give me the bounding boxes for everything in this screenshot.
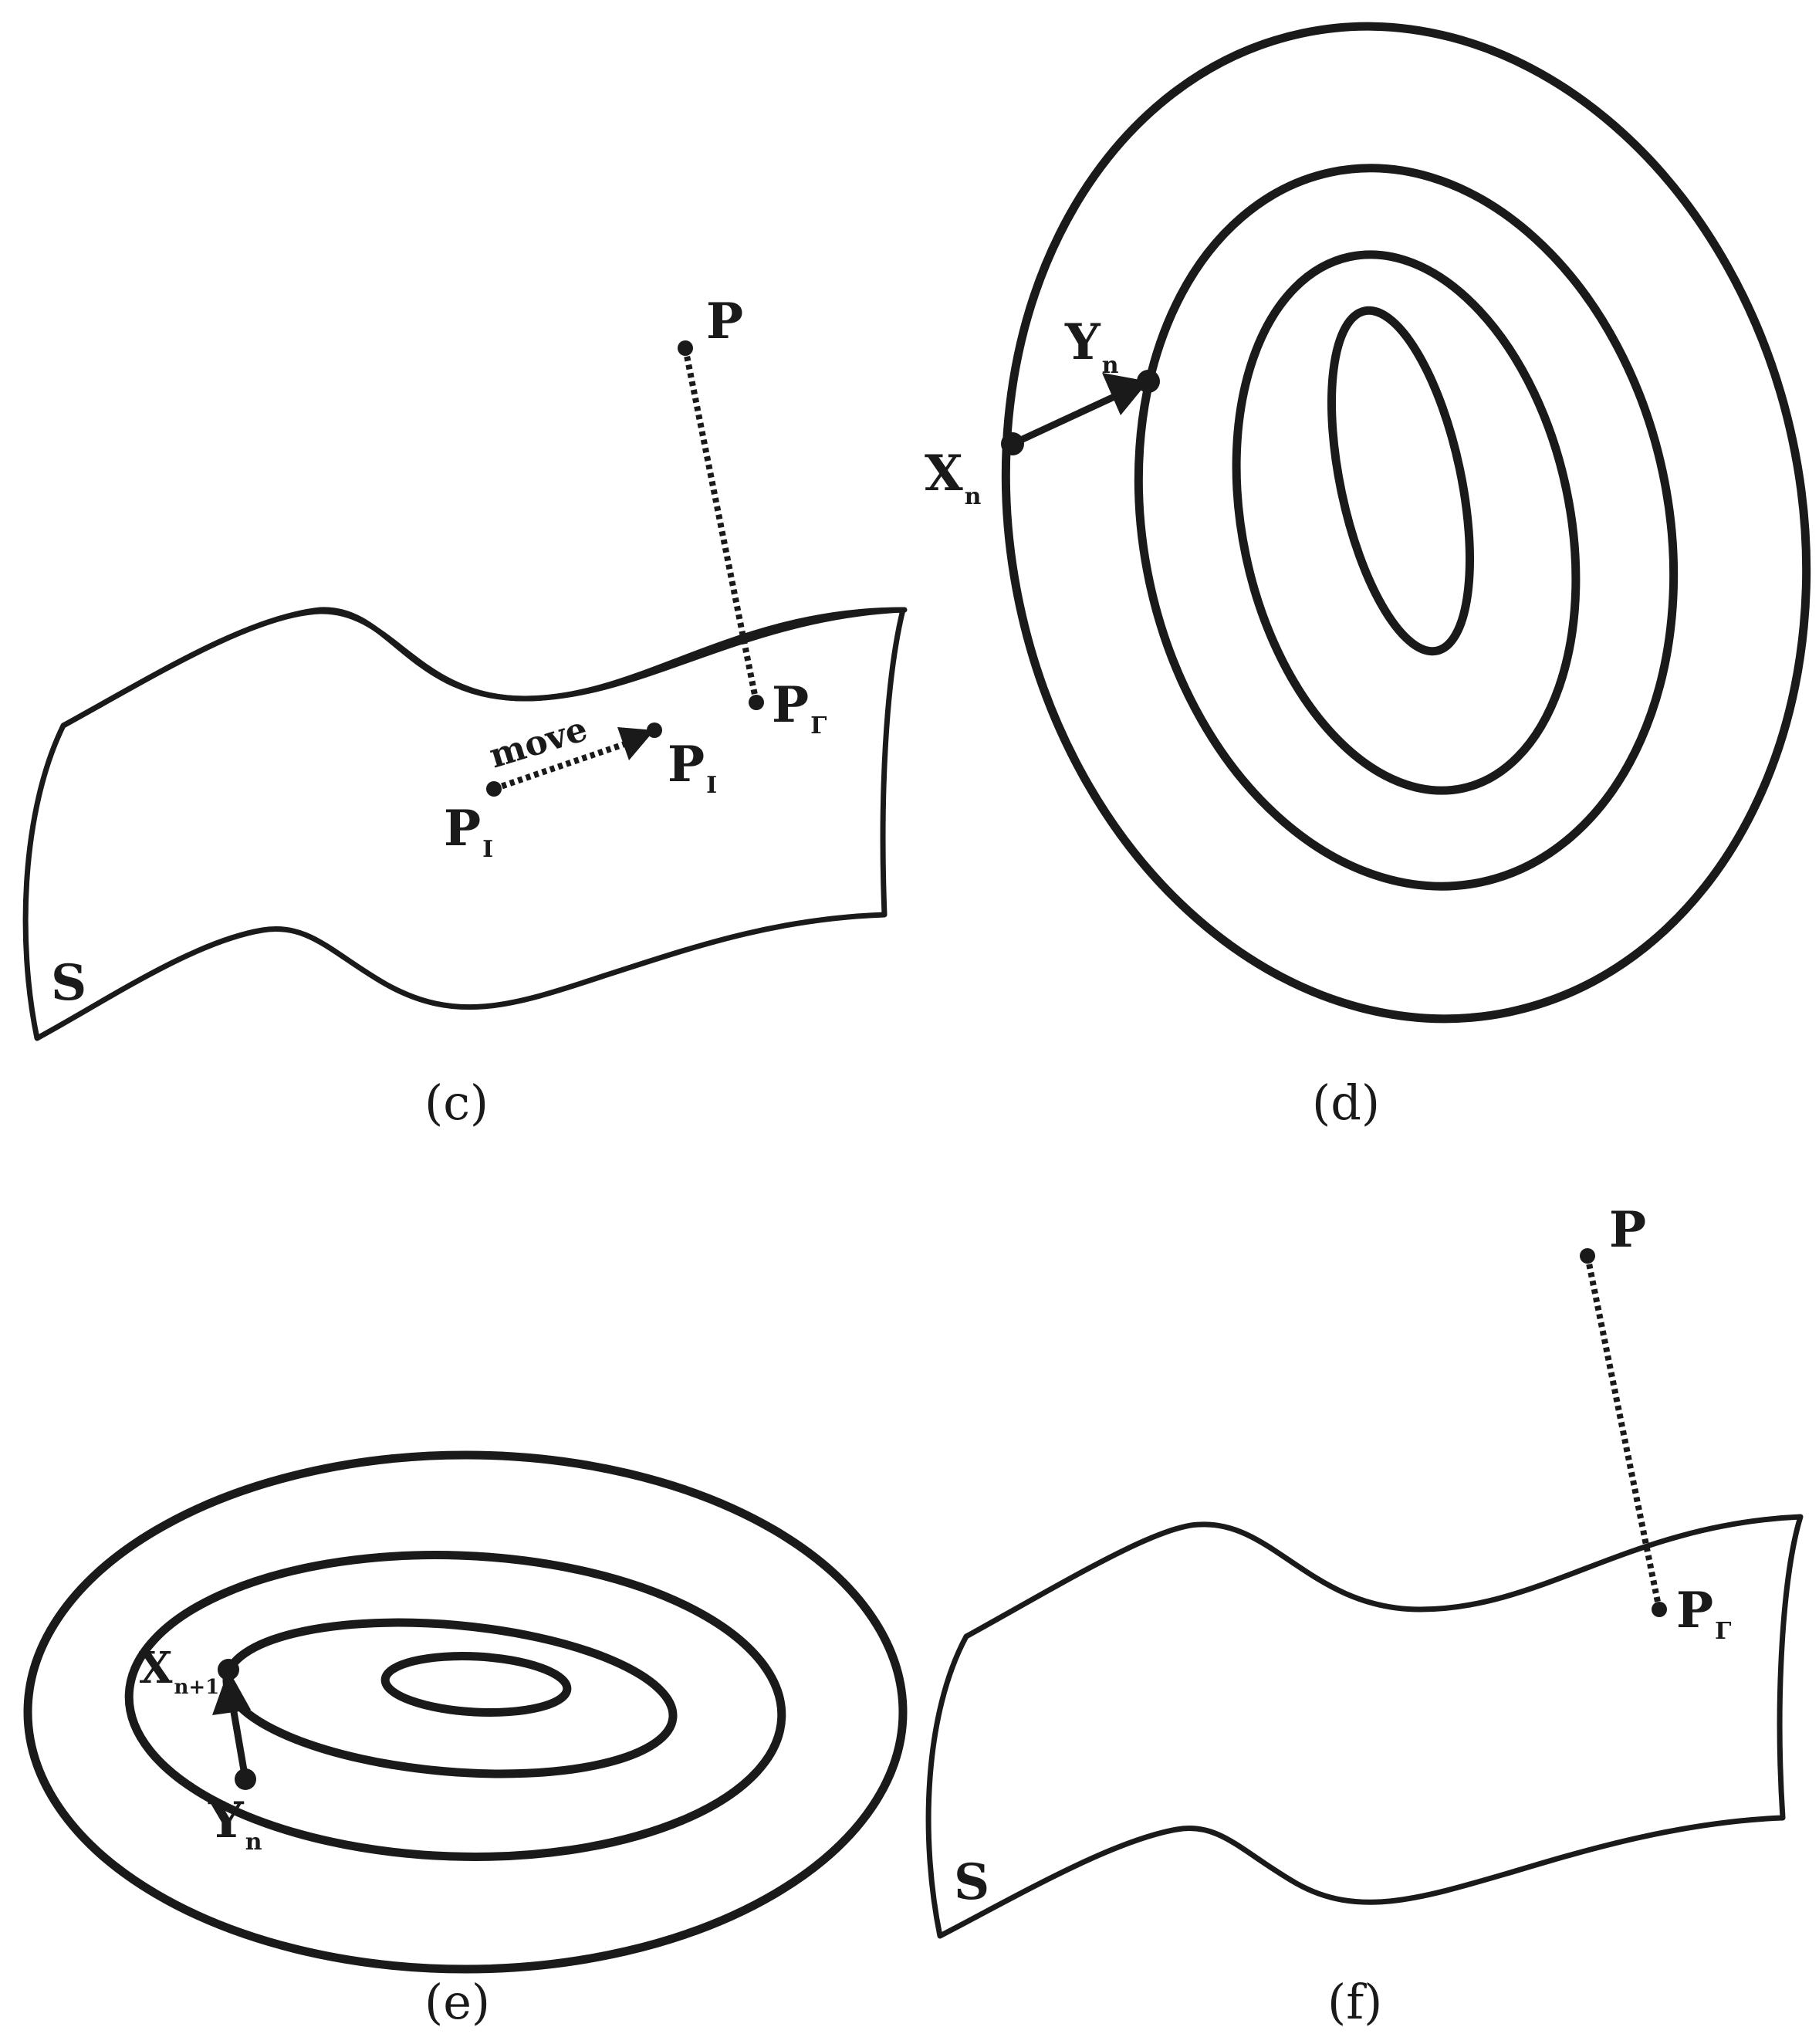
point-y-d (1137, 370, 1160, 393)
contour-d-1 (1001, 22, 1811, 1024)
caption-c: (c) (424, 1074, 489, 1131)
label-pgamma-f-main: P (1676, 1582, 1713, 1640)
contour-e-2 (124, 1551, 786, 1861)
point-pgamma-f (1652, 1602, 1667, 1617)
projection-line-c (682, 347, 759, 703)
surface-label-f: S (954, 1853, 989, 1911)
label-pi-start-c-sub: I (482, 836, 493, 863)
point-x-e (218, 1659, 239, 1680)
label-p-f: P (1609, 1201, 1646, 1259)
contour-e-4 (380, 1652, 572, 1717)
contour-e-1 (23, 1450, 908, 1974)
caption-e: (e) (424, 1974, 490, 2030)
step-arrow-line-e (229, 1707, 249, 1780)
contour-d-2 (1134, 164, 1679, 891)
point-p-f (1580, 1248, 1595, 1264)
label-pgamma-f: PΓ (1676, 1582, 1731, 1645)
label-pgamma-f-sub: Γ (1715, 1618, 1731, 1645)
move-label-c: move (485, 709, 592, 777)
caption-d: (d) (1312, 1074, 1380, 1131)
label-y-e-main: Y (208, 1792, 245, 1849)
contour-e-3 (222, 1618, 678, 1778)
contour-d-3 (1232, 250, 1581, 795)
point-pi-start-c (486, 781, 502, 797)
step-arrow-head-e (212, 1670, 251, 1715)
point-pi-end-c (647, 723, 662, 738)
label-y-d: Yn (1064, 313, 1119, 379)
step-arrow-line-d (1011, 391, 1119, 448)
surface-c-outline (22, 607, 906, 1041)
label-y-e: Yn (208, 1792, 262, 1856)
panel-d: Xn Yn (d) (925, 22, 1811, 1131)
label-x-d: Xn (925, 445, 982, 510)
label-p-c: P (706, 293, 743, 350)
label-pgamma-c-sub: Γ (810, 712, 827, 739)
projection-line-f (1584, 1255, 1662, 1610)
panel-c: S P PΓ move PI PI (c) (22, 293, 908, 1131)
label-pgamma-c: PΓ (772, 676, 827, 739)
panel-e: Xn+1 Yn (e) (23, 1450, 908, 2030)
label-y-d-main: Y (1064, 313, 1101, 371)
point-y-e (235, 1768, 256, 1790)
label-pi-start-c: PI (444, 800, 493, 863)
label-y-e-sub: n (245, 1829, 262, 1856)
contour-d-4 (1327, 306, 1474, 656)
label-x-d-sub: n (965, 483, 982, 510)
move-arrow-line-c (492, 739, 631, 792)
label-x-e: Xn+1 (139, 1643, 219, 1699)
point-x-d (1001, 432, 1024, 455)
label-pi-start-c-main: P (444, 800, 481, 858)
surface-f-outline (925, 1514, 1804, 1939)
label-x-d-main: X (925, 445, 963, 503)
label-pi-end-c-sub: I (706, 772, 717, 799)
label-x-e-sub: n+1 (174, 1676, 219, 1699)
label-pgamma-c-main: P (772, 676, 809, 734)
point-p-c (678, 340, 693, 356)
surface-label-c: S (51, 954, 86, 1012)
step-arrow-head-d (1102, 373, 1148, 415)
point-pgamma-c (749, 695, 764, 710)
label-x-e-main: X (139, 1643, 173, 1694)
panel-f: S P PΓ (f) (925, 1201, 1804, 2030)
label-y-d-sub: n (1102, 352, 1119, 379)
move-arrow-head-c (617, 727, 654, 760)
label-pi-end-c-main: P (668, 736, 705, 794)
caption-f: (f) (1327, 1974, 1382, 2030)
label-pi-end-c: PI (668, 736, 717, 799)
